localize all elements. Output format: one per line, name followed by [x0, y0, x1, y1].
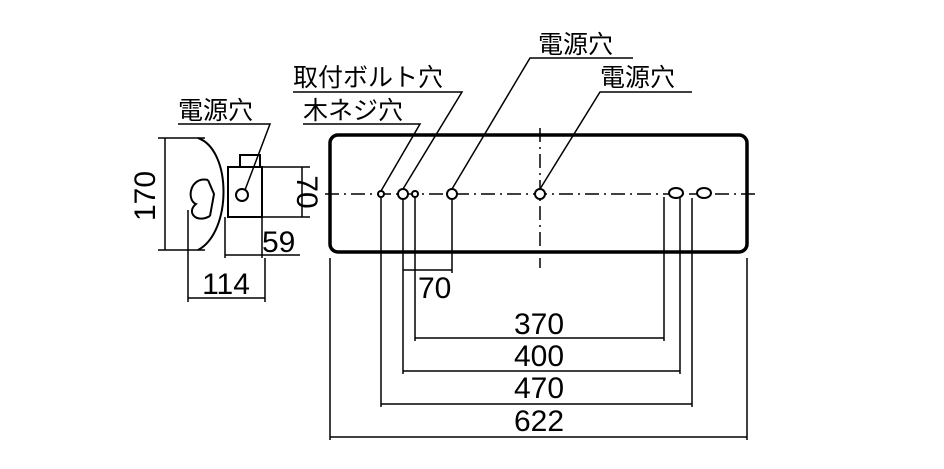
total-length-dimension: 622	[514, 405, 564, 438]
wood-screw-hole-inner	[411, 190, 419, 198]
mount-bolt-hole-left	[397, 188, 409, 200]
offset-dimension: 70	[418, 272, 451, 305]
mount-bolt-hole-leader	[293, 91, 464, 190]
power-hole-2-leader	[539, 91, 692, 190]
side-power-hole-leader	[178, 123, 272, 191]
wood-screw-hole-leader	[303, 123, 422, 192]
reflector-curve	[197, 137, 225, 251]
side-box-top	[239, 154, 261, 168]
span-370-dimension: 370	[514, 308, 564, 341]
wood-screw-hole-label: 木ネジ穴	[303, 96, 403, 125]
side-view: 170 70 59 114 電源穴	[129, 96, 323, 302]
power-hole-1-leader	[451, 57, 633, 190]
side-power-hole-label: 電源穴	[178, 96, 253, 125]
power-hole-1-label: 電源穴	[538, 30, 613, 59]
mount-bolt-hole-label: 取付ボルト穴	[293, 63, 443, 92]
power-hole-2-label: 電源穴	[600, 63, 675, 92]
side-power-hole	[235, 188, 249, 202]
span-400-dimension: 400	[514, 340, 564, 373]
mount-bolt-slot-right-1	[668, 187, 684, 199]
mount-bolt-slot-right-2	[696, 187, 712, 199]
mounting-clip	[189, 178, 216, 220]
power-hole-left	[446, 188, 458, 200]
side-box-dimension: 70	[290, 175, 323, 208]
side-width-dimension: 114	[202, 268, 250, 301]
power-hole-center	[534, 188, 546, 200]
span-470-dimension: 470	[514, 372, 564, 405]
wood-screw-hole-left	[377, 190, 385, 198]
side-height-dimension: 170	[129, 171, 162, 221]
front-view: 取付ボルト穴 木ネジ穴 電源穴 電源穴 70 370 400 470 622	[293, 30, 757, 440]
side-inner-dimension: 59	[262, 226, 295, 259]
